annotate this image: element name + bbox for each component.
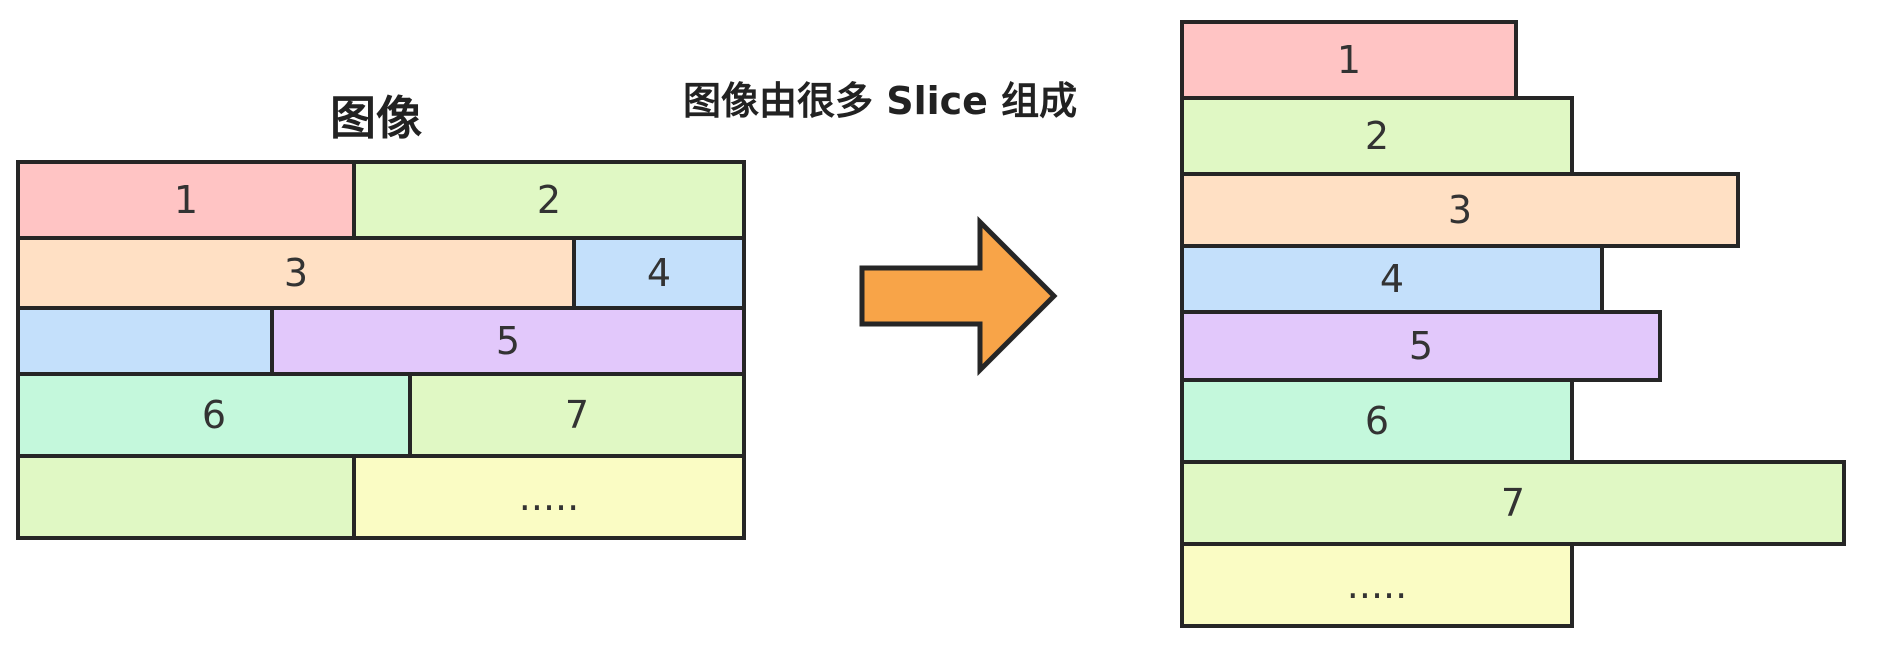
grid-cell-label: 3 <box>283 251 309 295</box>
slice-label: 4 <box>1379 257 1405 301</box>
right-arrow-icon <box>859 216 1058 376</box>
grid-cell-label: 1 <box>173 178 199 222</box>
grid-cell-2: 2 <box>356 164 742 240</box>
slice-composition-title: 图像由很多 Slice 组成 <box>683 79 1078 123</box>
slice-5: 5 <box>1180 310 1662 382</box>
grid-cell-7-continued <box>20 458 356 536</box>
image-grid: 1 2 3 4 5 6 7 ..... <box>16 160 746 540</box>
slice-label: 2 <box>1364 114 1390 158</box>
grid-cell-more: ..... <box>356 458 742 536</box>
grid-cell-6: 6 <box>20 376 412 458</box>
image-title: 图像 <box>330 91 422 145</box>
grid-cell-4: 4 <box>576 240 742 310</box>
slice-1: 1 <box>1180 20 1518 100</box>
slice-label: 5 <box>1408 324 1434 368</box>
slice-3: 3 <box>1180 172 1740 248</box>
grid-cell-5: 5 <box>274 310 742 376</box>
grid-cell-3: 3 <box>20 240 576 310</box>
slice-4: 4 <box>1180 244 1604 314</box>
grid-cell-label: 7 <box>564 393 590 437</box>
grid-cell-label: 5 <box>495 319 521 363</box>
slice-more: ..... <box>1180 542 1574 628</box>
slice-label: 6 <box>1364 399 1390 443</box>
grid-cell-1: 1 <box>20 164 356 240</box>
slice-label: 1 <box>1336 38 1362 82</box>
slice-2: 2 <box>1180 96 1574 176</box>
slice-7: 7 <box>1180 460 1846 546</box>
grid-cell-label: 6 <box>201 393 227 437</box>
slice-label: 7 <box>1500 481 1526 525</box>
grid-cell-label: 2 <box>536 178 562 222</box>
grid-cell-4-continued <box>20 310 274 376</box>
slice-6: 6 <box>1180 378 1574 464</box>
slice-label: 3 <box>1447 188 1473 232</box>
grid-cell-label: ..... <box>518 475 580 519</box>
slice-label: ..... <box>1346 563 1408 607</box>
grid-cell-label: 4 <box>646 251 672 295</box>
grid-cell-7: 7 <box>412 376 742 458</box>
